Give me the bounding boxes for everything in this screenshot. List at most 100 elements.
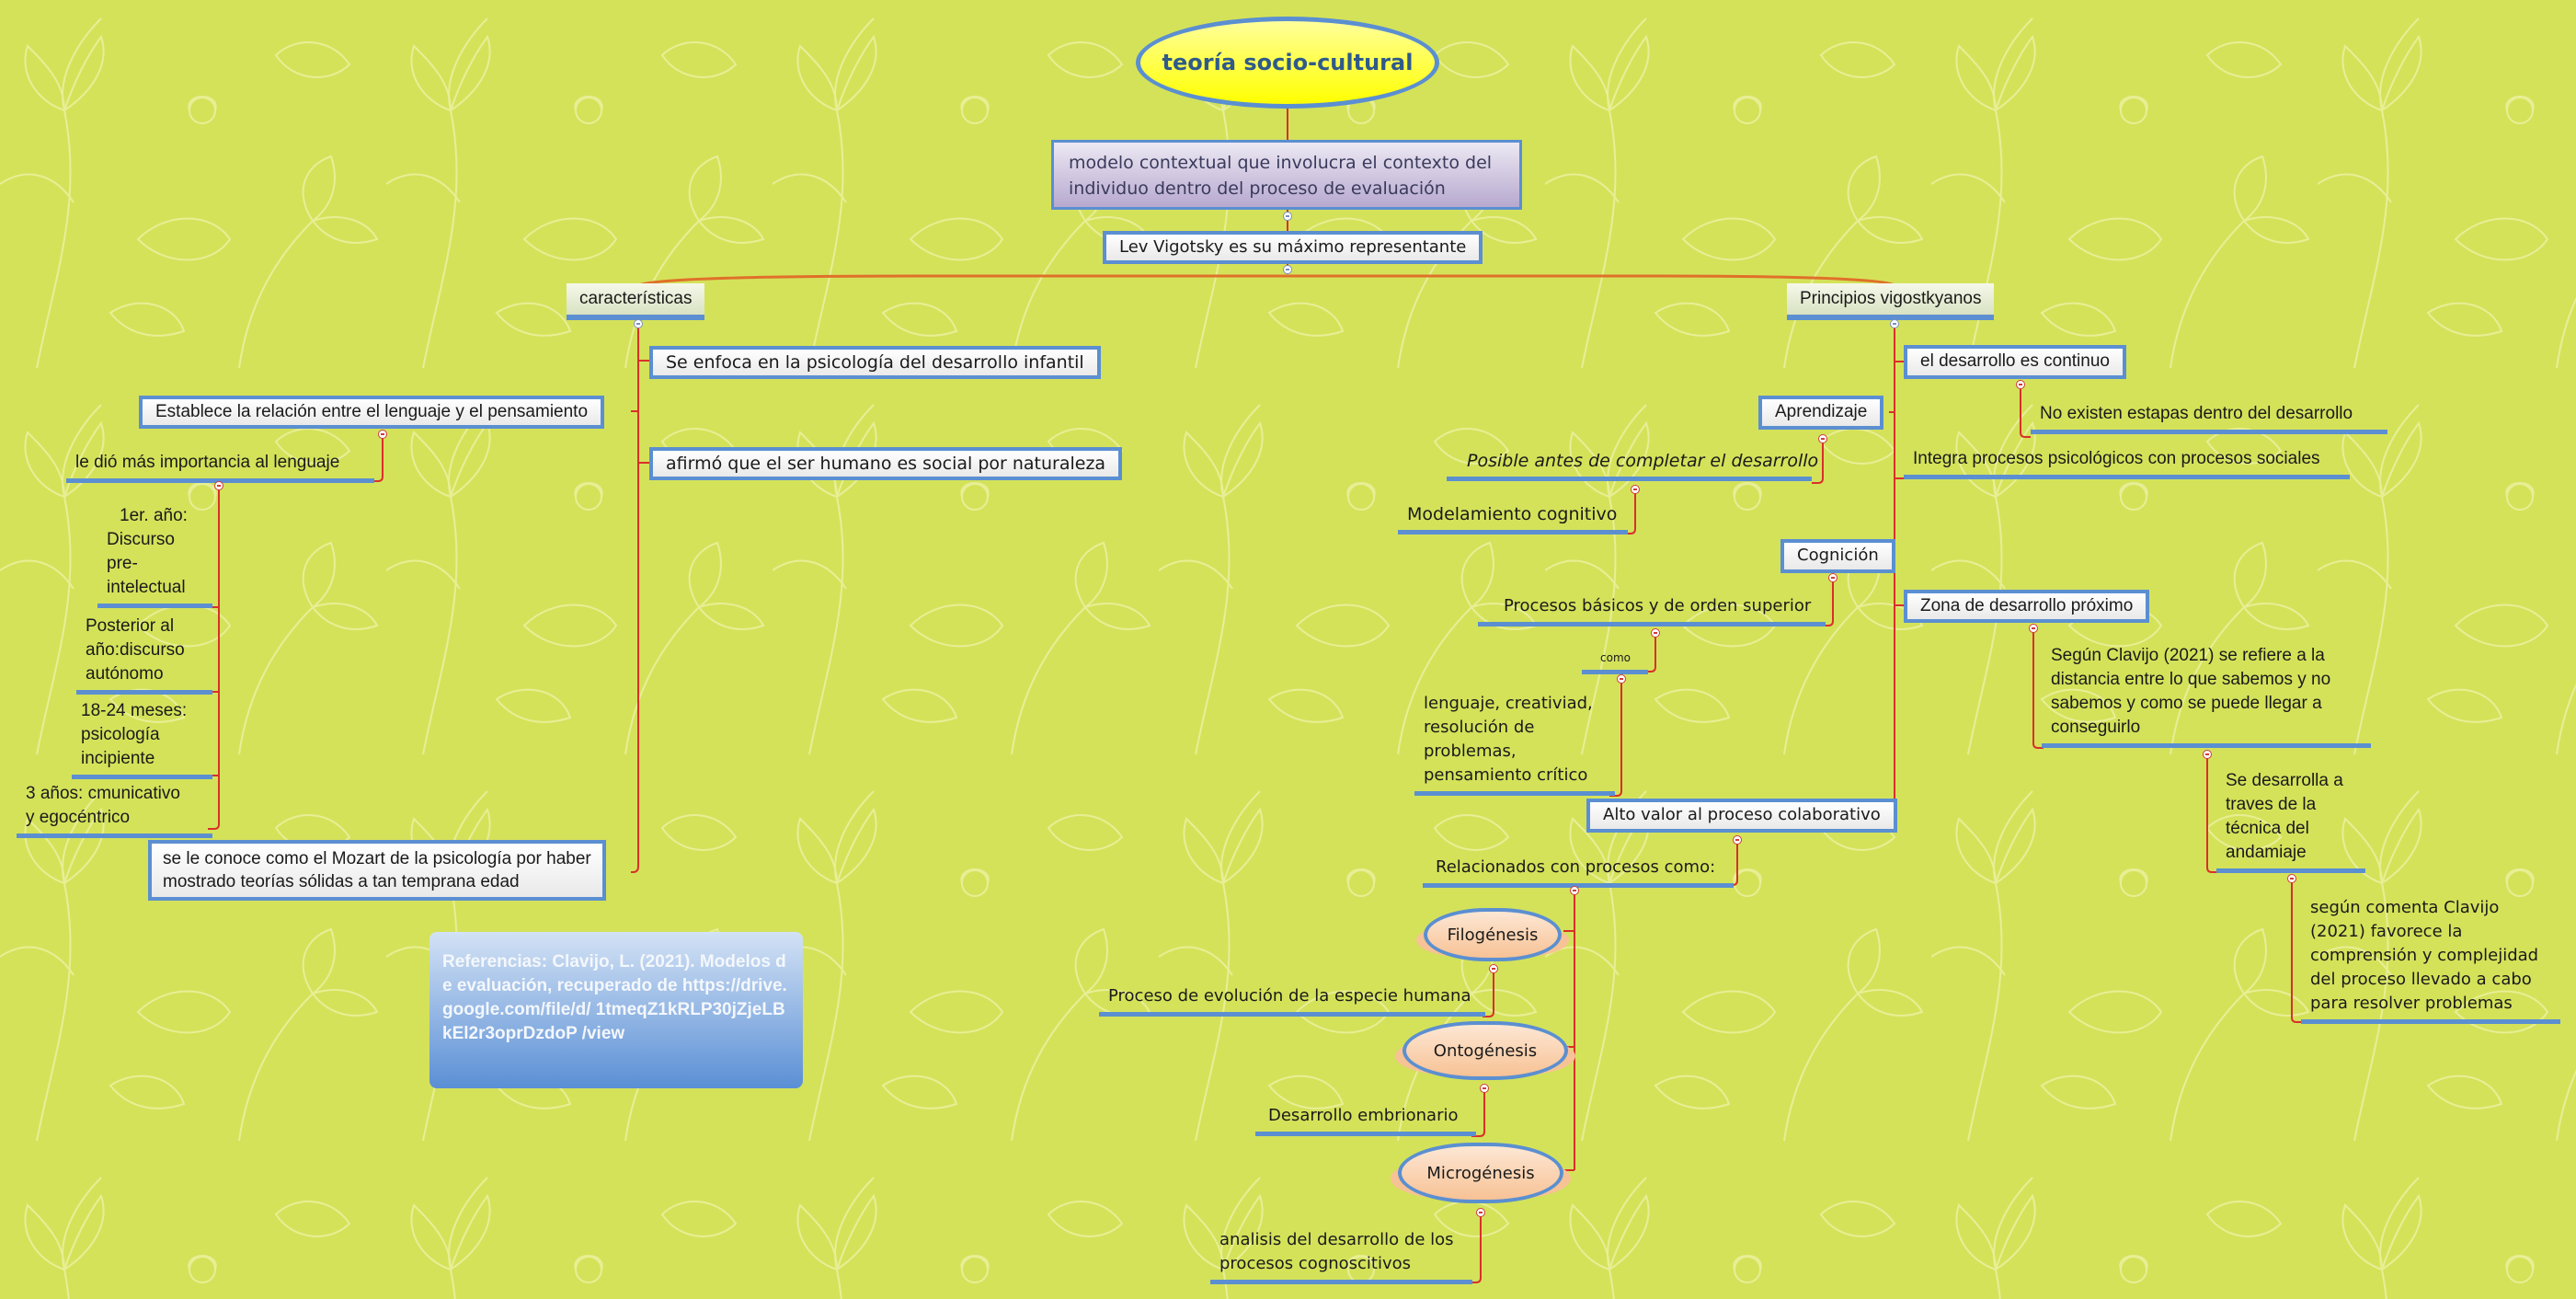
collapse-toggle[interactable] xyxy=(1818,434,1827,443)
node-aprendizaje[interactable]: Aprendizaje xyxy=(1758,396,1884,430)
node-andamiaje-line: andamiaje xyxy=(2226,843,2307,862)
node-ontogenesis-def-label: Desarrollo embrionario xyxy=(1268,1106,1459,1125)
cloud-ontogenesis-label: Ontogénesis xyxy=(1433,1040,1538,1061)
node-favorece-line: del proceso llevado a cabo xyxy=(2310,970,2532,989)
stage-2-line: autónomo xyxy=(86,664,164,684)
stage-3-line: incipiente xyxy=(81,749,155,768)
collapse-toggle[interactable] xyxy=(2029,624,2038,633)
node-andamiaje[interactable]: Se desarrolla a traves de la técnica del… xyxy=(2216,769,2365,873)
stage-1[interactable]: 1er. año: Discurso pre- intelectual xyxy=(97,504,212,608)
node-ejemplos-line: problemas, xyxy=(1424,741,1517,761)
node-filogenesis-def-label: Proceso de evolución de la especie human… xyxy=(1108,986,1471,1006)
node-zona[interactable]: Zona de desarrollo próximo xyxy=(1904,590,2150,623)
node-cognicion[interactable]: Cognición xyxy=(1780,539,1895,573)
node-andamiaje-line: técnica del xyxy=(2226,819,2309,838)
collapse-toggle[interactable] xyxy=(1283,265,1292,274)
cloud-filogenesis[interactable]: Filogénesis xyxy=(1424,908,1562,961)
collapse-toggle[interactable] xyxy=(1890,319,1899,328)
node-ejemplos-line: pensamiento crítico xyxy=(1424,765,1588,785)
collapse-toggle[interactable] xyxy=(1480,1084,1489,1093)
node-como[interactable]: como xyxy=(1582,650,1648,674)
node-no-etapas-label: No existen estapas dentro del desarrollo xyxy=(2040,404,2353,423)
node-procesos-basicos[interactable]: Procesos básicos y de orden superior xyxy=(1478,594,1826,627)
node-enfoca[interactable]: Se enfoca en la psicología del desarroll… xyxy=(649,346,1101,379)
node-social-label: afirmó que el ser humano es social por n… xyxy=(666,454,1106,474)
node-zona-def-line: sabemos y como se puede llegar a xyxy=(2051,694,2322,713)
stage-3-line: 18-24 meses: xyxy=(81,701,188,720)
node-modelamiento-label: Modelamiento cognitivo xyxy=(1407,504,1618,524)
node-ejemplos-line: resolución de xyxy=(1424,718,1535,737)
definition-line-2: individuo dentro del proceso de evaluaci… xyxy=(1069,178,1446,199)
representative-box[interactable]: Lev Vigotsky es su máximo representante xyxy=(1103,231,1483,264)
collapse-toggle[interactable] xyxy=(1283,212,1292,221)
node-ejemplos-line: lenguaje, creativiad, xyxy=(1424,694,1593,713)
node-microgenesis-def[interactable]: analisis del desarrollo de los procesos … xyxy=(1210,1228,1472,1284)
node-colaborativo[interactable]: Alto valor al proceso colaborativo xyxy=(1586,799,1897,833)
collapse-toggle[interactable] xyxy=(1631,485,1640,494)
node-filogenesis-def[interactable]: Proceso de evolución de la especie human… xyxy=(1099,984,1485,1017)
root-topic[interactable]: teoría socio-cultural xyxy=(1136,17,1439,109)
collapse-toggle[interactable] xyxy=(1651,628,1660,638)
collapse-toggle[interactable] xyxy=(2016,380,2025,389)
stage-4[interactable]: 3 años: cmunicativo y egocéntrico xyxy=(17,782,212,838)
definition-line-1: modelo contextual que involucra el conte… xyxy=(1069,153,1493,173)
collapse-toggle[interactable] xyxy=(214,481,223,490)
stage-3-line: psicología xyxy=(81,725,160,744)
stage-1-line: Discurso xyxy=(107,530,175,549)
stage-3[interactable]: 18-24 meses: psicología incipiente xyxy=(72,699,212,779)
cloud-microgenesis-label: Microgénesis xyxy=(1426,1163,1535,1183)
node-favorece-line: según comenta Clavijo xyxy=(2310,898,2500,917)
collapse-toggle[interactable] xyxy=(1476,1208,1485,1217)
node-procesos-basicos-label: Procesos básicos y de orden superior xyxy=(1504,596,1812,615)
stage-2[interactable]: Posterior al año:discurso autónomo xyxy=(76,615,212,695)
stage-4-line: 3 años: cmunicativo xyxy=(26,784,180,803)
cloud-ontogenesis[interactable]: Ontogénesis xyxy=(1402,1021,1568,1080)
node-mozart-line-1: se le conoce como el Mozart de la psicol… xyxy=(163,849,591,868)
node-mozart-line-2: mostrado teorías sólidas a tan temprana … xyxy=(163,872,520,891)
node-favorece-line: comprensión y complejidad xyxy=(2310,946,2539,965)
node-mozart[interactable]: se le conoce como el Mozart de la psicol… xyxy=(148,840,606,901)
cloud-microgenesis[interactable]: Microgénesis xyxy=(1398,1143,1563,1203)
node-cognicion-label: Cognición xyxy=(1797,546,1879,565)
collapse-toggle[interactable] xyxy=(1733,835,1742,845)
node-continuo-label: el desarrollo es continuo xyxy=(1920,351,2110,371)
node-integra[interactable]: Integra procesos psicológicos con proces… xyxy=(1904,447,2350,479)
node-relacionados[interactable]: Relacionados con procesos como: xyxy=(1423,856,1734,888)
node-modelamiento[interactable]: Modelamiento cognitivo xyxy=(1398,502,1628,535)
node-zona-def-line: conseguirlo xyxy=(2051,718,2141,737)
collapse-toggle[interactable] xyxy=(1489,964,1498,973)
collapse-toggle[interactable] xyxy=(378,430,387,439)
node-zona-def-line: Según Clavijo (2021) se refiere a la xyxy=(2051,646,2325,665)
collapse-toggle[interactable] xyxy=(1570,886,1579,895)
stage-4-line: y egocéntrico xyxy=(26,808,131,827)
node-posible[interactable]: Posible antes de completar el desarrollo xyxy=(1447,449,1818,481)
node-no-etapas[interactable]: No existen estapas dentro del desarrollo xyxy=(2031,402,2387,434)
collapse-toggle[interactable] xyxy=(1828,573,1838,582)
node-zona-label: Zona de desarrollo próximo xyxy=(1920,596,2134,615)
node-favorece[interactable]: según comenta Clavijo (2021) favorece la… xyxy=(2301,896,2560,1024)
collapse-toggle[interactable] xyxy=(2203,750,2212,759)
definition-box[interactable]: modelo contextual que involucra el conte… xyxy=(1051,140,1522,210)
root-title: teoría socio-cultural xyxy=(1162,50,1414,75)
topic-principios[interactable]: Principios vigostkyanos xyxy=(1787,283,1995,320)
node-aprendizaje-label: Aprendizaje xyxy=(1775,402,1868,421)
reference-note[interactable]: Referencias: Clavijo, L. (2021). Modelos… xyxy=(429,932,803,1088)
collapse-toggle[interactable] xyxy=(1617,674,1626,684)
node-importancia-label: le dió más importancia al lenguaje xyxy=(75,453,340,472)
node-relacion-label: Establece la relación entre el lenguaje … xyxy=(155,402,589,421)
cloud-filogenesis-label: Filogénesis xyxy=(1447,925,1539,945)
node-social[interactable]: afirmó que el ser humano es social por n… xyxy=(649,447,1123,480)
node-importancia[interactable]: le dió más importancia al lenguaje xyxy=(66,451,374,483)
node-ejemplos[interactable]: lenguaje, creativiad, resolución de prob… xyxy=(1414,692,1615,796)
node-ontogenesis-def[interactable]: Desarrollo embrionario xyxy=(1255,1104,1476,1136)
collapse-toggle[interactable] xyxy=(2287,874,2296,883)
stage-1-line: intelectual xyxy=(107,578,186,597)
collapse-toggle[interactable] xyxy=(634,319,643,328)
stage-2-line: Posterior al xyxy=(86,616,175,636)
node-zona-def[interactable]: Según Clavijo (2021) se refiere a la dis… xyxy=(2042,644,2371,748)
node-posible-label: Posible antes de completar el desarrollo xyxy=(1467,451,1819,471)
node-relacion[interactable]: Establece la relación entre el lenguaje … xyxy=(139,396,605,429)
topic-caracteristicas[interactable]: características xyxy=(567,283,705,320)
node-continuo[interactable]: el desarrollo es continuo xyxy=(1904,345,2126,379)
node-enfoca-label: Se enfoca en la psicología del desarroll… xyxy=(666,352,1084,373)
